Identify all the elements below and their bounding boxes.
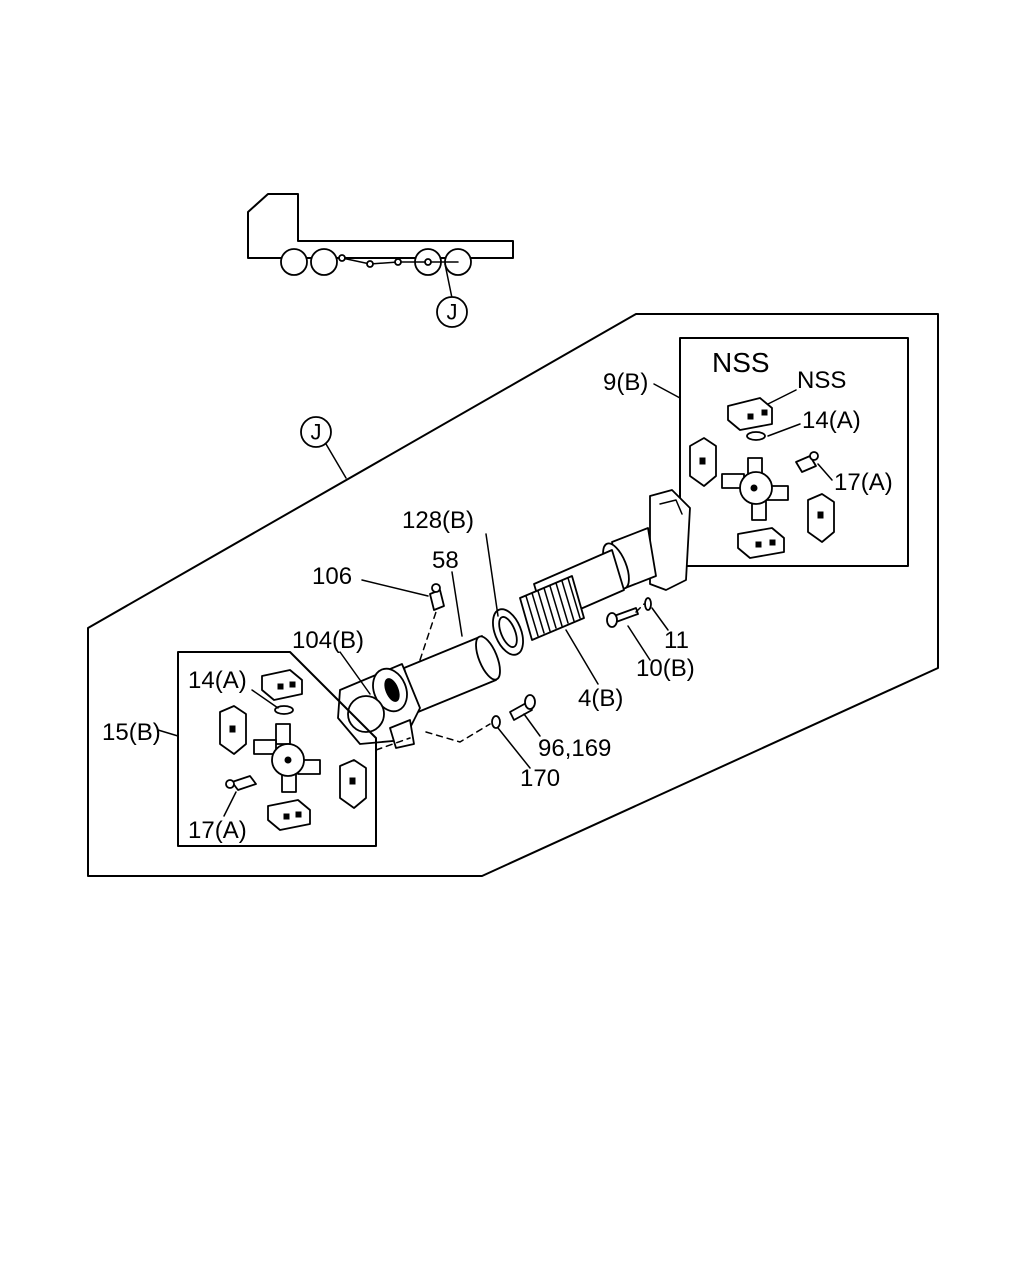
p10b-leader	[627, 625, 651, 661]
label-17a-left: 17(A)	[188, 817, 247, 844]
p104b-leader	[339, 651, 371, 695]
locator-leader	[444, 263, 453, 299]
label-96-169: 96,169	[538, 735, 611, 762]
p58-leader	[451, 571, 463, 637]
cap-hole	[747, 413, 754, 420]
centerline-106	[419, 611, 437, 661]
grease-fitting-106-tip	[431, 583, 441, 593]
washer-11	[644, 597, 652, 611]
label-15b: 15(B)	[102, 719, 161, 746]
spider-arm-top	[275, 723, 291, 745]
label-17a-right: 17(A)	[834, 469, 893, 496]
p9b-leader	[653, 383, 681, 399]
p106-leader	[361, 579, 429, 597]
spider-cross	[721, 457, 789, 521]
bolt-96-169-head	[524, 694, 536, 710]
grease-fitting-tip	[809, 451, 819, 461]
cap-hole	[295, 811, 302, 818]
driveline-joint-1	[338, 254, 346, 262]
nss-kit-box-right: NSS	[653, 337, 909, 567]
p15b-leader	[157, 729, 179, 737]
centerline-170	[425, 723, 491, 743]
driveline-joint-2	[366, 260, 374, 268]
splined-section-4b	[519, 575, 585, 641]
grease-fitting-106	[429, 589, 445, 611]
cap-hole	[755, 541, 762, 548]
cap-hole	[289, 681, 296, 688]
p170-leader	[497, 727, 531, 769]
left-washer-14a	[274, 705, 294, 715]
left-box-frame	[177, 651, 377, 847]
cap-hole	[283, 813, 290, 820]
flange-yoke	[649, 489, 691, 591]
label-4b: 4(B)	[578, 685, 623, 712]
p17a-left-leader	[223, 791, 237, 817]
p96-169-leader	[523, 713, 541, 737]
flange-yoke-detail	[659, 499, 683, 515]
label-128b: 128(B)	[402, 507, 474, 534]
p4b-leader	[565, 629, 599, 685]
centerline-yoke	[375, 737, 411, 751]
cap-hole	[229, 725, 236, 733]
spider-center	[284, 756, 292, 764]
cap-hole	[699, 457, 706, 465]
section-j-label: J	[311, 420, 322, 445]
spider-center	[750, 484, 758, 492]
locator-j-circle	[436, 296, 468, 328]
propeller-shaft	[337, 489, 691, 751]
section-j-leader	[325, 443, 347, 479]
cap-hole	[277, 683, 284, 690]
label-14a-right: 14(A)	[802, 407, 861, 434]
p14a-right-leader	[767, 423, 801, 437]
tube-58-end	[475, 635, 501, 681]
left-grease-fitting-tip	[225, 779, 235, 789]
truck-locator: J	[247, 193, 514, 328]
seal-128b-inner	[498, 616, 518, 648]
section-outline	[87, 313, 939, 877]
locator-j-label: J	[447, 300, 458, 325]
driveline-joint-4	[424, 258, 432, 266]
left-spider-cross	[253, 723, 321, 793]
p11-leader	[651, 607, 669, 631]
section-j-circle	[300, 416, 332, 448]
bolt-10b-head	[606, 612, 618, 628]
truck-wheel-2	[310, 248, 338, 276]
washer-14a	[746, 431, 766, 441]
nss-box-frame	[679, 337, 909, 567]
truck-wheel-1	[280, 248, 308, 276]
nss-box-title: NSS	[712, 347, 770, 378]
label-nss: NSS	[797, 367, 846, 394]
p17a-right-leader	[817, 463, 833, 481]
centerline-10b	[635, 603, 645, 613]
label-58: 58	[432, 547, 459, 574]
dust-cap	[347, 695, 385, 733]
label-10b: 10(B)	[636, 655, 695, 682]
left-grease-fitting-17a	[231, 775, 257, 791]
label-14a-left: 14(A)	[188, 667, 247, 694]
cap-hole	[761, 409, 768, 416]
label-9b: 9(B)	[603, 369, 648, 396]
cap-hole	[349, 777, 356, 785]
driveline-joint-3	[394, 258, 402, 266]
label-104b: 104(B)	[292, 627, 364, 654]
joint-kit-box-left	[157, 651, 377, 847]
grease-fitting-17a	[795, 455, 817, 473]
label-106: 106	[312, 563, 352, 590]
cap-hole	[769, 539, 776, 546]
cap-hole	[817, 511, 824, 519]
p14a-left-leader	[251, 689, 279, 709]
yoke-lug	[389, 719, 415, 749]
washer-170	[491, 715, 501, 729]
slip-yoke-bore	[384, 678, 400, 702]
nss-leader	[767, 389, 797, 405]
truck-body-outline	[247, 193, 514, 259]
label-11: 11	[664, 627, 689, 654]
label-170: 170	[520, 765, 560, 792]
p128b-leader	[485, 533, 499, 617]
spline-teeth	[525, 577, 581, 637]
spider-arm-left	[253, 739, 277, 755]
